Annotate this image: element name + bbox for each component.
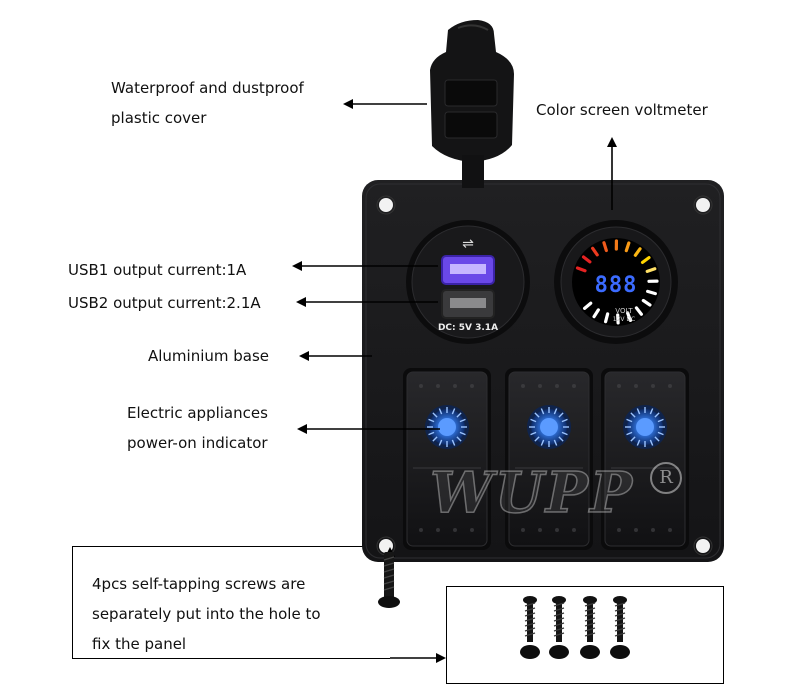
waterproof-cover <box>430 20 514 188</box>
indicator-label-line2: power-on indicator <box>127 434 268 452</box>
screws-callout-frame <box>72 546 390 659</box>
power-indicator-icon <box>527 405 571 449</box>
indicator-label-line1: Electric appliances <box>127 404 268 422</box>
mounting-holes <box>376 195 713 556</box>
screws-callout-top-edge <box>72 546 390 547</box>
power-indicator-icon <box>623 405 667 449</box>
dial-segment <box>646 289 657 296</box>
dial-segment <box>624 241 631 253</box>
screws-label-line2: separately put into the hole to <box>92 605 321 623</box>
dial-segment <box>640 256 651 264</box>
dial-segment <box>581 255 592 264</box>
screws-label-line1: 4pcs self-tapping screws are <box>92 575 306 593</box>
dial-segment <box>641 298 652 307</box>
loose-screws-box <box>446 586 724 684</box>
dial-segment <box>602 241 608 253</box>
usb-socket: ⇌ <box>406 220 530 344</box>
dial-segment <box>592 308 600 319</box>
voltmeter-label: Color screen voltmeter <box>536 101 708 119</box>
voltmeter <box>554 220 678 344</box>
cover-label-line2: plastic cover <box>111 109 207 127</box>
loose-screws-icon <box>520 596 630 659</box>
screw-icon <box>580 596 600 659</box>
usb2-label: USB2 output current:2.1A <box>68 294 261 312</box>
usb-spec-text: DC: 5V 3.1A <box>438 323 498 333</box>
voltmeter-dial-segments <box>575 239 659 325</box>
screw-icon <box>549 596 569 659</box>
svg-text:⇌: ⇌ <box>462 236 474 252</box>
rocker-switch-3 <box>601 368 689 550</box>
dial-segment <box>582 301 593 310</box>
rocker-switch-1 <box>403 368 491 550</box>
watermark-brand: WUPP <box>429 459 634 527</box>
screw-icon <box>520 596 540 659</box>
dial-segment <box>645 267 657 273</box>
dial-segment <box>634 306 643 316</box>
dial-segment <box>626 311 633 322</box>
dial-segment <box>603 312 610 324</box>
cover-label-line1: Waterproof and dustproof <box>111 79 304 97</box>
dial-segment <box>575 266 587 273</box>
dial-segment <box>591 246 599 257</box>
usb1-label: USB1 output current:1A <box>68 261 247 279</box>
panel-screw-icon <box>378 552 400 608</box>
voltmeter-reading: 888 <box>595 273 638 298</box>
screw-icon <box>610 596 630 659</box>
voltmeter-spec: 12V DC <box>613 316 635 323</box>
base-label: Aluminium base <box>148 347 270 365</box>
power-indicator-icon <box>425 405 469 449</box>
voltmeter-unit: VOLT <box>615 307 633 315</box>
screws-label-line3: fix the panel <box>92 635 187 653</box>
rocker-switch-2 <box>505 368 593 550</box>
dial-segment <box>633 247 642 257</box>
callout-arrows <box>292 99 617 663</box>
rocker-switches <box>403 368 689 550</box>
watermark-registered-mark: R <box>650 462 682 494</box>
screws-callout-left-edge <box>72 546 73 658</box>
